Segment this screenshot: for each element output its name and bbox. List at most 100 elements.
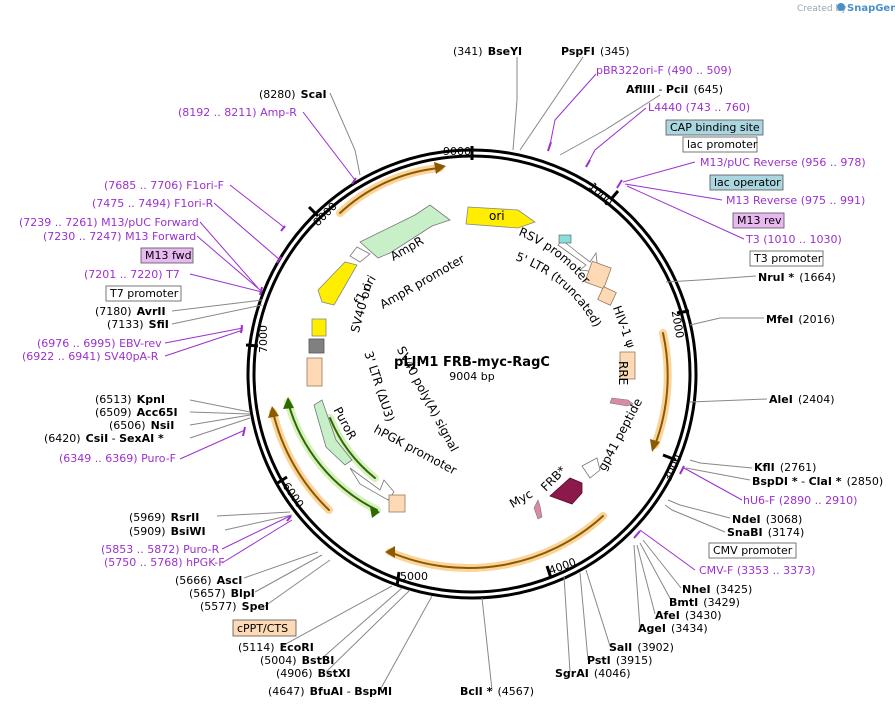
cmv-promoter-label: CMV promoter xyxy=(713,544,793,557)
rre-label: RRE xyxy=(616,361,630,385)
hpgk-promoter-feature[interactable] xyxy=(349,467,395,501)
boxed-labels: CAP binding site lac promoter lac operat… xyxy=(105,119,824,637)
primer-f1ori-f[interactable]: (7685 .. 7706) F1ori-F xyxy=(104,179,224,192)
primer-hu6-f[interactable]: hU6-F (2890 .. 2910) xyxy=(743,494,857,507)
enzyme-sgrai[interactable]: SgrAI (4046) xyxy=(555,662,631,681)
ampr-promoter-feature[interactable] xyxy=(349,246,371,263)
enzyme-kpni[interactable]: (6513) KpnI xyxy=(95,388,165,407)
tick-label-9000: 9000 xyxy=(443,145,471,158)
ltr3-label: 3' LTR (ΔU3) xyxy=(361,349,397,423)
t3-promoter-label: T3 promoter xyxy=(753,252,823,265)
primer-puro-f[interactable]: (6349 .. 6369) Puro-F xyxy=(59,452,176,465)
enzyme-bfuai[interactable]: (4647) BfuAI - BspMI xyxy=(268,680,392,699)
frb-feature[interactable] xyxy=(549,477,583,505)
enzyme-bmti[interactable]: BmtI (3429) xyxy=(669,591,740,610)
puror-feature[interactable] xyxy=(313,399,353,466)
hiv-psi-feature[interactable] xyxy=(597,286,617,306)
primer-m13-puc-forward[interactable]: (7239 .. 7261) M13/pUC Forward xyxy=(19,216,199,229)
enzyme-snabi[interactable]: SnaBI (3174) xyxy=(727,521,804,540)
cap-binding-site-box[interactable] xyxy=(665,119,764,136)
primer-l4440[interactable]: L4440 (743 .. 760) xyxy=(648,101,750,114)
primer-t7[interactable]: (7201 .. 7220) T7 xyxy=(84,268,180,281)
primer-m13-puc-reverse[interactable]: M13/pUC Reverse (956 .. 978) xyxy=(700,156,866,169)
tick-label-2000: 2000 xyxy=(669,309,687,339)
enzyme-spei[interactable]: (5577) SpeI xyxy=(200,595,269,614)
enzyme-csii[interactable]: (6420) CsiI - SexAI * xyxy=(44,427,164,446)
enzyme-bstxi[interactable]: (4906) BstXI xyxy=(276,662,350,681)
cppt-feature[interactable] xyxy=(388,494,406,513)
enzyme-bsiwi[interactable]: (5909) BsiWI xyxy=(129,520,206,539)
enzyme-bstbi[interactable]: (5004) BstBI xyxy=(260,649,334,668)
cppt-cts-box[interactable] xyxy=(232,619,297,637)
enzyme-blpi[interactable]: (5657) BlpI xyxy=(189,582,255,601)
enzyme-labels: (341) BseYI PspFI (345) AflIII - PciI (6… xyxy=(44,40,883,699)
enzyme-agei[interactable]: AgeI (3434) xyxy=(638,617,708,636)
enzyme-nrui[interactable]: NruI * (1664) xyxy=(758,266,836,285)
enzyme-alei[interactable]: AleI (2404) xyxy=(769,388,835,407)
ltr5-feature[interactable] xyxy=(584,260,612,290)
myc-feature[interactable] xyxy=(533,499,543,520)
primer-puro-r[interactable]: (5853 .. 5872) Puro-R xyxy=(101,543,220,556)
enzyme-sali[interactable]: SalI (3902) xyxy=(609,636,674,655)
enzyme-afliii[interactable]: AflIII - PciI (645) xyxy=(626,78,723,97)
enzyme-bseyi[interactable]: (341) BseYI xyxy=(453,40,522,59)
t7-promoter-label: T7 promoter xyxy=(109,287,179,300)
enzyme-nhei[interactable]: NheI (3425) xyxy=(682,578,752,597)
enzyme-bcli[interactable]: BclI * (4567) xyxy=(460,680,534,699)
t3-promoter-box[interactable] xyxy=(749,250,824,267)
gp41-label: gp41 peptide xyxy=(595,396,645,473)
primer-t3[interactable]: T3 (1010 .. 1030) xyxy=(745,233,842,246)
snapgene-brand: SnapGene xyxy=(847,3,895,14)
primer-sv40pa-r[interactable]: (6922 .. 6941) SV40pA-R xyxy=(22,350,159,363)
cmv-promoter-feature[interactable] xyxy=(581,457,601,479)
gp41-feature[interactable] xyxy=(609,397,634,407)
enzyme-scai[interactable]: (8280) ScaI xyxy=(259,83,327,102)
ltr3-feature[interactable] xyxy=(306,357,323,387)
enzyme-acc65i[interactable]: (6509) Acc65I xyxy=(95,401,178,420)
primer-m13-reverse[interactable]: M13 Reverse (975 .. 991) xyxy=(726,194,865,207)
enzyme-kfli[interactable]: KflI (2761) xyxy=(754,456,816,475)
lac-operator-label: lac operator xyxy=(714,176,781,189)
sv40-ori-feature[interactable] xyxy=(311,318,327,337)
primer-hpgk-f[interactable]: (5750 .. 5768) hPGK-F xyxy=(104,556,225,569)
primer-amp-r[interactable]: (8192 .. 8211) Amp-R xyxy=(178,106,297,119)
cap-binding-site-label: CAP binding site xyxy=(670,121,760,134)
myc-label: Myc xyxy=(507,487,535,511)
ampr-feature[interactable] xyxy=(359,204,451,259)
cmv-promoter-box[interactable] xyxy=(708,542,797,559)
enzyme-avrii[interactable]: (7180) AvrII xyxy=(95,300,166,319)
ltr5-small-feature[interactable] xyxy=(558,234,572,244)
m13-fwd-box[interactable] xyxy=(140,247,194,264)
enzyme-bspdi[interactable]: BspDI * - ClaI * (2850) xyxy=(752,470,883,489)
orf-arrowheads xyxy=(268,162,660,558)
enzyme-psti[interactable]: PstI (3915) xyxy=(587,649,652,668)
t7-promoter-box[interactable] xyxy=(105,285,182,302)
lac-promoter-box[interactable] xyxy=(682,136,758,153)
m13-rev-box[interactable] xyxy=(732,212,785,229)
primer-f1ori-r[interactable]: (7475 .. 7494) F1ori-R xyxy=(92,197,214,210)
ori-feature[interactable] xyxy=(465,206,536,229)
f1-ori-feature[interactable] xyxy=(317,261,358,306)
ampr-promoter-label: AmpR promoter xyxy=(377,252,467,312)
rre-feature[interactable] xyxy=(619,351,636,380)
lac-operator-box[interactable] xyxy=(709,174,784,191)
primer-pbr322ori-f[interactable]: pBR322ori-F (490 .. 509) xyxy=(596,64,732,77)
snapgene-logo-icon xyxy=(837,3,845,11)
enzyme-pspfi[interactable]: PspFI (345) xyxy=(561,40,630,59)
primer-ebv-rev[interactable]: (6976 .. 6995) EBV-rev xyxy=(37,337,162,350)
f1-ori-label: f1 ori xyxy=(351,273,379,307)
primer-m13-forward[interactable]: (7230 .. 7247) M13 Forward xyxy=(43,230,196,243)
enzyme-afei[interactable]: AfeI (3430) xyxy=(655,604,722,623)
enzyme-asci[interactable]: (5666) AscI xyxy=(175,569,242,588)
enzyme-rsrii[interactable]: (5969) RsrII xyxy=(129,506,199,525)
enzyme-ndei[interactable]: NdeI (3068) xyxy=(732,508,802,527)
primer-leaders xyxy=(164,73,745,571)
enzyme-sfii[interactable]: (7133) SfiI xyxy=(107,313,169,332)
primer-cmv-f[interactable]: CMV-F (3353 .. 3373) xyxy=(699,564,815,577)
sv40-polya-feature[interactable] xyxy=(308,338,325,354)
enzyme-leaders xyxy=(171,56,768,691)
enzyme-mfei[interactable]: MfeI (2016) xyxy=(766,308,835,327)
enzyme-nsii[interactable]: (6506) NsiI xyxy=(109,414,174,433)
enzyme-ecori[interactable]: (5114) EcoRI xyxy=(238,636,314,655)
tick-label-7000: 7000 xyxy=(257,325,270,353)
